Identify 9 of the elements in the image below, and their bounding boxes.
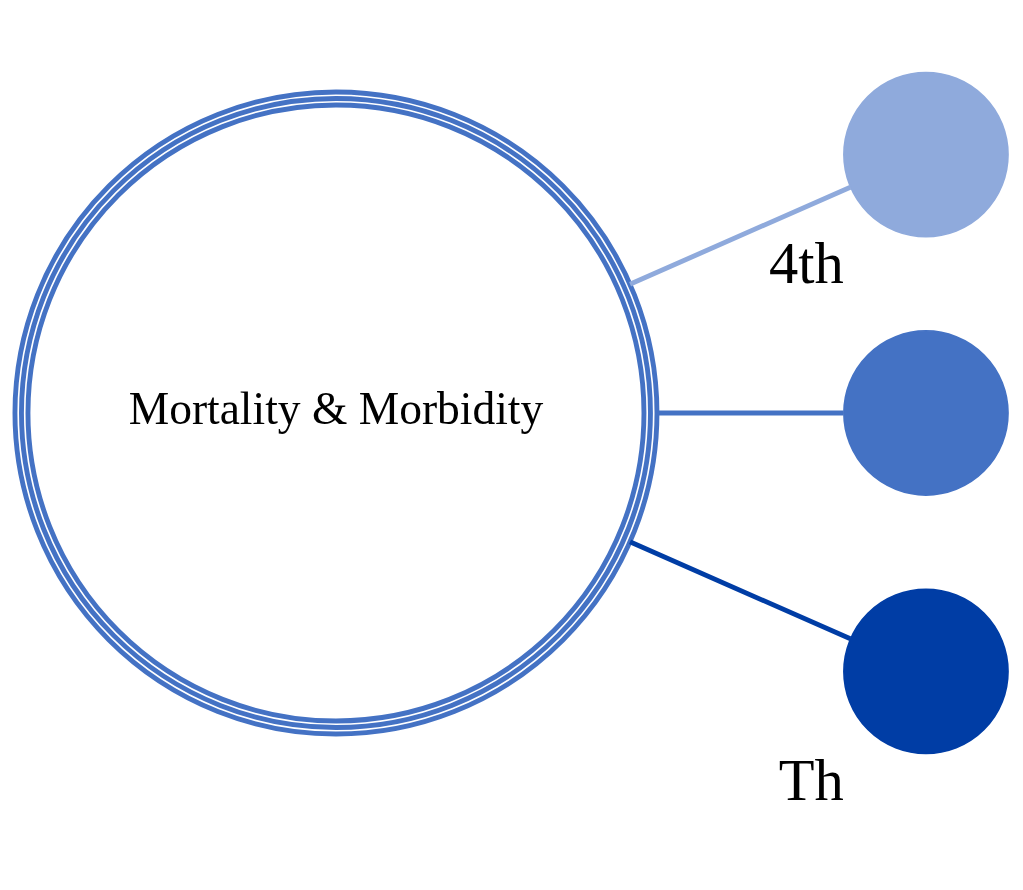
node-circle [843,71,1009,237]
node-label: Th [778,747,844,813]
connector [629,184,852,286]
node-circle: Mortality & Morbidity [12,89,660,736]
node-circle [843,588,1009,754]
node-circle [843,329,1009,496]
connector [657,410,844,415]
node-label: 4th [769,230,844,296]
connector [629,539,852,641]
